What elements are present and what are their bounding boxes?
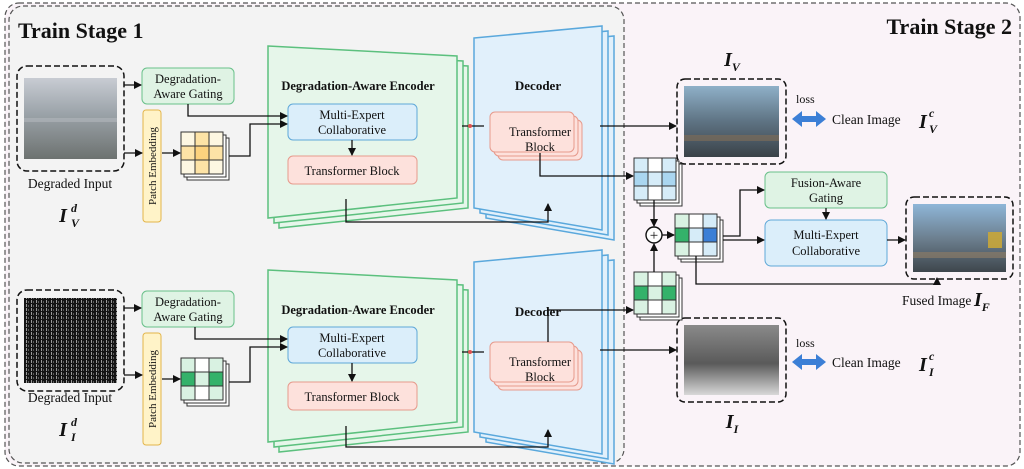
infrared-degraded-image — [24, 298, 117, 383]
infrared-loss-arrow-icon — [792, 354, 826, 370]
svg-text:Decoder: Decoder — [515, 304, 561, 319]
fusion-stage: + Fusion-Aware Gating Multi-Expert Colla… — [633, 157, 1014, 321]
svg-text:Multi-Expert: Multi-Expert — [319, 331, 385, 345]
infrared-degradation-gating — [141, 290, 235, 328]
svg-text:Degradation-Aware Encoder: Degradation-Aware Encoder — [281, 303, 435, 317]
svg-text:Degradation-Aware Encoder: Degradation-Aware Encoder — [281, 79, 435, 93]
svg-text:Transformer: Transformer — [509, 125, 572, 139]
infrared-decoder-transformer-block — [489, 341, 575, 383]
svg-text:V: V — [71, 216, 80, 230]
svg-text:c: c — [929, 106, 935, 120]
infrared-output-image — [684, 325, 779, 395]
svg-text:Gating: Gating — [809, 191, 844, 205]
svg-text:Collaborative: Collaborative — [318, 123, 386, 137]
svg-text:I: I — [918, 354, 928, 376]
infrared-feature-grid — [633, 271, 683, 321]
svg-text:I: I — [58, 205, 68, 227]
visible-branch: Degraded Input I d V Degradation- Aware … — [16, 25, 938, 241]
svg-text:Patch Embedding: Patch Embedding — [147, 350, 159, 428]
visible-clean-label: Clean Image — [832, 112, 901, 127]
visible-encoder: Degradation-Aware Encoder Multi-Expert C… — [267, 45, 469, 229]
stage1-title: Train Stage 1 — [18, 18, 143, 43]
stage2-title: Train Stage 2 — [887, 14, 1012, 39]
visible-input-symbol: I d V — [58, 201, 80, 230]
infrared-clean-label: Clean Image — [832, 355, 901, 370]
svg-text:I: I — [928, 365, 935, 379]
svg-text:d: d — [71, 201, 78, 215]
fused-image-label: Fused Image IF — [902, 289, 990, 314]
svg-text:c: c — [929, 349, 935, 363]
infrared-input-label: Degraded Input — [28, 390, 113, 405]
infrared-input-symbol: I d I — [58, 415, 78, 444]
infrared-patch-embedding — [142, 332, 162, 446]
infrared-encoder: Degradation-Aware Encoder Multi-Expert C… — [267, 269, 469, 453]
svg-text:+: + — [650, 228, 658, 244]
infrared-decoder: Decoder Transformer Block — [473, 249, 615, 465]
svg-text:I: I — [918, 111, 928, 133]
svg-text:Multi-Expert: Multi-Expert — [793, 228, 859, 242]
svg-text:Collaborative: Collaborative — [318, 346, 386, 360]
svg-text:d: d — [71, 415, 78, 429]
visible-output-symbol: IV — [723, 49, 741, 74]
svg-text:IF: IF — [973, 289, 990, 314]
infrared-output-frame — [676, 317, 787, 403]
svg-text:Degradation-: Degradation- — [155, 72, 221, 86]
svg-text:Decoder: Decoder — [515, 78, 561, 93]
visible-output-image — [684, 86, 779, 157]
infrared-token-grid — [180, 357, 230, 407]
fused-feature-grid — [674, 213, 724, 263]
svg-text:Multi-Expert: Multi-Expert — [319, 108, 385, 122]
fusion-mec-block — [764, 219, 888, 267]
infrared-clean-symbol: I c I — [918, 349, 935, 379]
visible-token-grid — [180, 131, 230, 181]
visible-decoder: Decoder Transformer Block — [473, 25, 615, 241]
svg-text:Fused Image: Fused Image — [902, 293, 971, 308]
fusion-add-node: + — [645, 226, 663, 244]
visible-decoder-transformer-block — [489, 111, 575, 153]
infrared-output-symbol: II — [725, 411, 740, 436]
svg-text:Patch Embedding: Patch Embedding — [147, 127, 159, 205]
visible-feature-grid — [633, 157, 683, 207]
infrared-loss-label: loss — [796, 336, 815, 350]
visible-loss-label: loss — [796, 92, 815, 106]
stage1-panel — [8, 5, 625, 464]
svg-text:Transformer: Transformer — [509, 355, 572, 369]
infrared-branch: Degraded Input I d I Degradation- Aware … — [16, 249, 935, 465]
svg-text:Degradation-: Degradation- — [155, 295, 221, 309]
visible-output-frame — [676, 78, 787, 165]
svg-text:Transformer Block: Transformer Block — [304, 390, 400, 404]
svg-text:Collaborative: Collaborative — [792, 244, 860, 258]
svg-text:I: I — [70, 430, 77, 444]
svg-text:Aware Gating: Aware Gating — [153, 310, 223, 324]
svg-text:Aware Gating: Aware Gating — [153, 87, 223, 101]
visible-input-frame — [16, 65, 125, 172]
fused-output-frame — [905, 196, 1014, 280]
visible-loss-arrow-icon — [792, 111, 826, 127]
visible-transformer-block — [287, 155, 418, 185]
svg-text:Block: Block — [525, 370, 556, 384]
visible-patch-embedding — [142, 109, 162, 223]
svg-text:V: V — [929, 122, 938, 136]
svg-text:I: I — [58, 419, 68, 441]
visible-clean-symbol: I c V — [918, 106, 938, 136]
infrared-transformer-block — [287, 381, 418, 411]
svg-text:Fusion-Aware: Fusion-Aware — [791, 176, 862, 190]
svg-text:Transformer Block: Transformer Block — [304, 164, 400, 178]
infrared-input-frame — [16, 289, 125, 392]
visible-input-label: Degraded Input — [28, 176, 113, 191]
svg-text:Block: Block — [525, 140, 556, 154]
